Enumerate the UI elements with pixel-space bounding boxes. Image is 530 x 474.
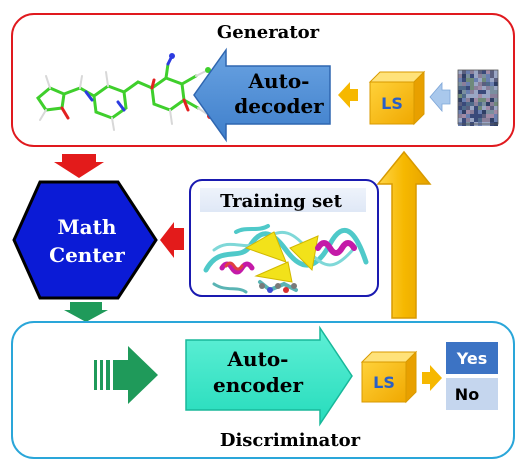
generator-latent-cube <box>368 70 426 126</box>
auto-encoder-label-line2: encoder <box>213 373 303 397</box>
auto-decoder-label-line1: Auto- <box>248 69 310 93</box>
training-set-title: Training set <box>220 191 343 212</box>
training-set-title-bg <box>200 188 366 212</box>
ls-to-decoder-arrow <box>338 82 358 108</box>
auto-decoder-label-line2: decoder <box>234 94 324 118</box>
ls-to-output-arrow <box>422 365 442 391</box>
generator-latent-label: LS <box>381 94 403 113</box>
no-output <box>446 378 498 410</box>
no-label: No <box>455 385 479 404</box>
math-center-hexagon <box>12 180 158 300</box>
training-to-math-arrow <box>160 222 184 258</box>
math-to-discriminator-arrow <box>64 302 108 322</box>
noise-to-ls-arrow <box>429 81 451 113</box>
auto-encoder-arrow <box>185 325 353 427</box>
auto-encoder-label-line1: Auto- <box>227 347 289 371</box>
discriminator-latent-label: LS <box>373 373 395 392</box>
math-center-label-line1: Math <box>58 215 117 239</box>
yes-output <box>446 342 498 374</box>
protein-image <box>203 224 369 294</box>
generator-to-math-arrow <box>54 154 104 178</box>
noise-image <box>457 69 499 126</box>
yes-label: Yes <box>456 349 488 368</box>
input-striped-arrow <box>94 346 158 404</box>
molecule-image <box>36 53 213 131</box>
discriminator-title: Discriminator <box>220 430 361 451</box>
discriminator-latent-cube <box>360 350 418 404</box>
math-center-label-line2: Center <box>49 243 125 267</box>
auto-decoder-arrow <box>193 47 331 143</box>
feedback-up-arrow <box>376 150 432 319</box>
generator-title: Generator <box>217 22 320 43</box>
